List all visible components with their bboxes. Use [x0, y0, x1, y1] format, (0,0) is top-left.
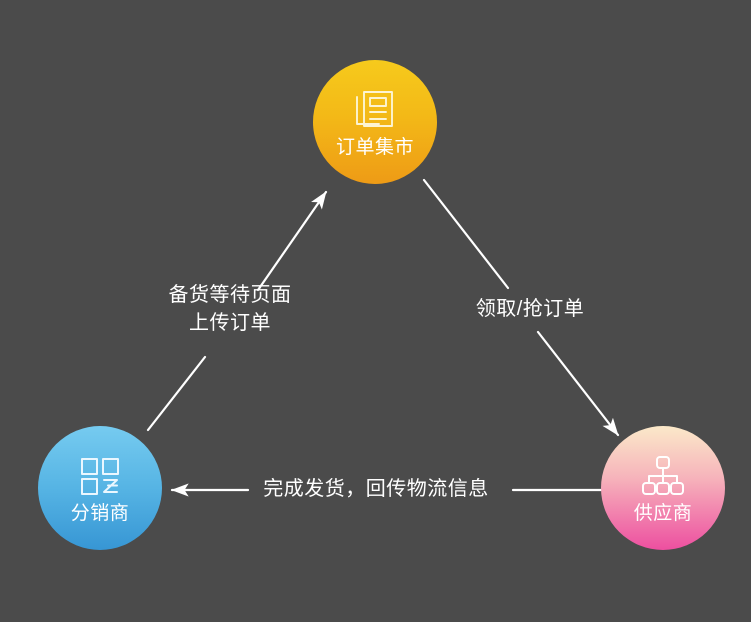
node-distributor-label: 分销商: [70, 502, 130, 524]
edge-label-supplier-to-distributor: 完成发货，回传物流信息: [258, 475, 494, 503]
hierarchy-icon: [640, 454, 686, 498]
node-order-market-label: 订单集市: [335, 136, 414, 158]
edge-label-market-to-supplier: 领取/抢订单: [455, 295, 605, 323]
node-supplier[interactable]: 供应商: [601, 426, 725, 550]
edge-label-distributor-to-market: 备货等待页面 上传订单: [140, 281, 320, 337]
edge-label-line-1: 领取/抢订单: [475, 298, 585, 320]
edge-market-to-supplier-segment-lower: [536, 330, 620, 437]
edge-label-line-1: 完成发货，回传物流信息: [263, 478, 489, 500]
edge-label-line-1: 备货等待页面: [168, 284, 292, 306]
document-list-icon: [352, 88, 398, 132]
edge-distributor-to-market-segment-lower: [146, 355, 207, 432]
edge-market-to-supplier-segment-upper: [422, 178, 510, 290]
grid-squares-icon: [77, 454, 123, 498]
node-distributor[interactable]: 分销商: [38, 426, 162, 550]
node-supplier-label: 供应商: [633, 502, 693, 524]
node-order-market[interactable]: 订单集市: [313, 60, 437, 184]
edge-distributor-to-market-segment-upper: [256, 190, 328, 292]
edge-label-line-2: 上传订单: [189, 312, 271, 334]
